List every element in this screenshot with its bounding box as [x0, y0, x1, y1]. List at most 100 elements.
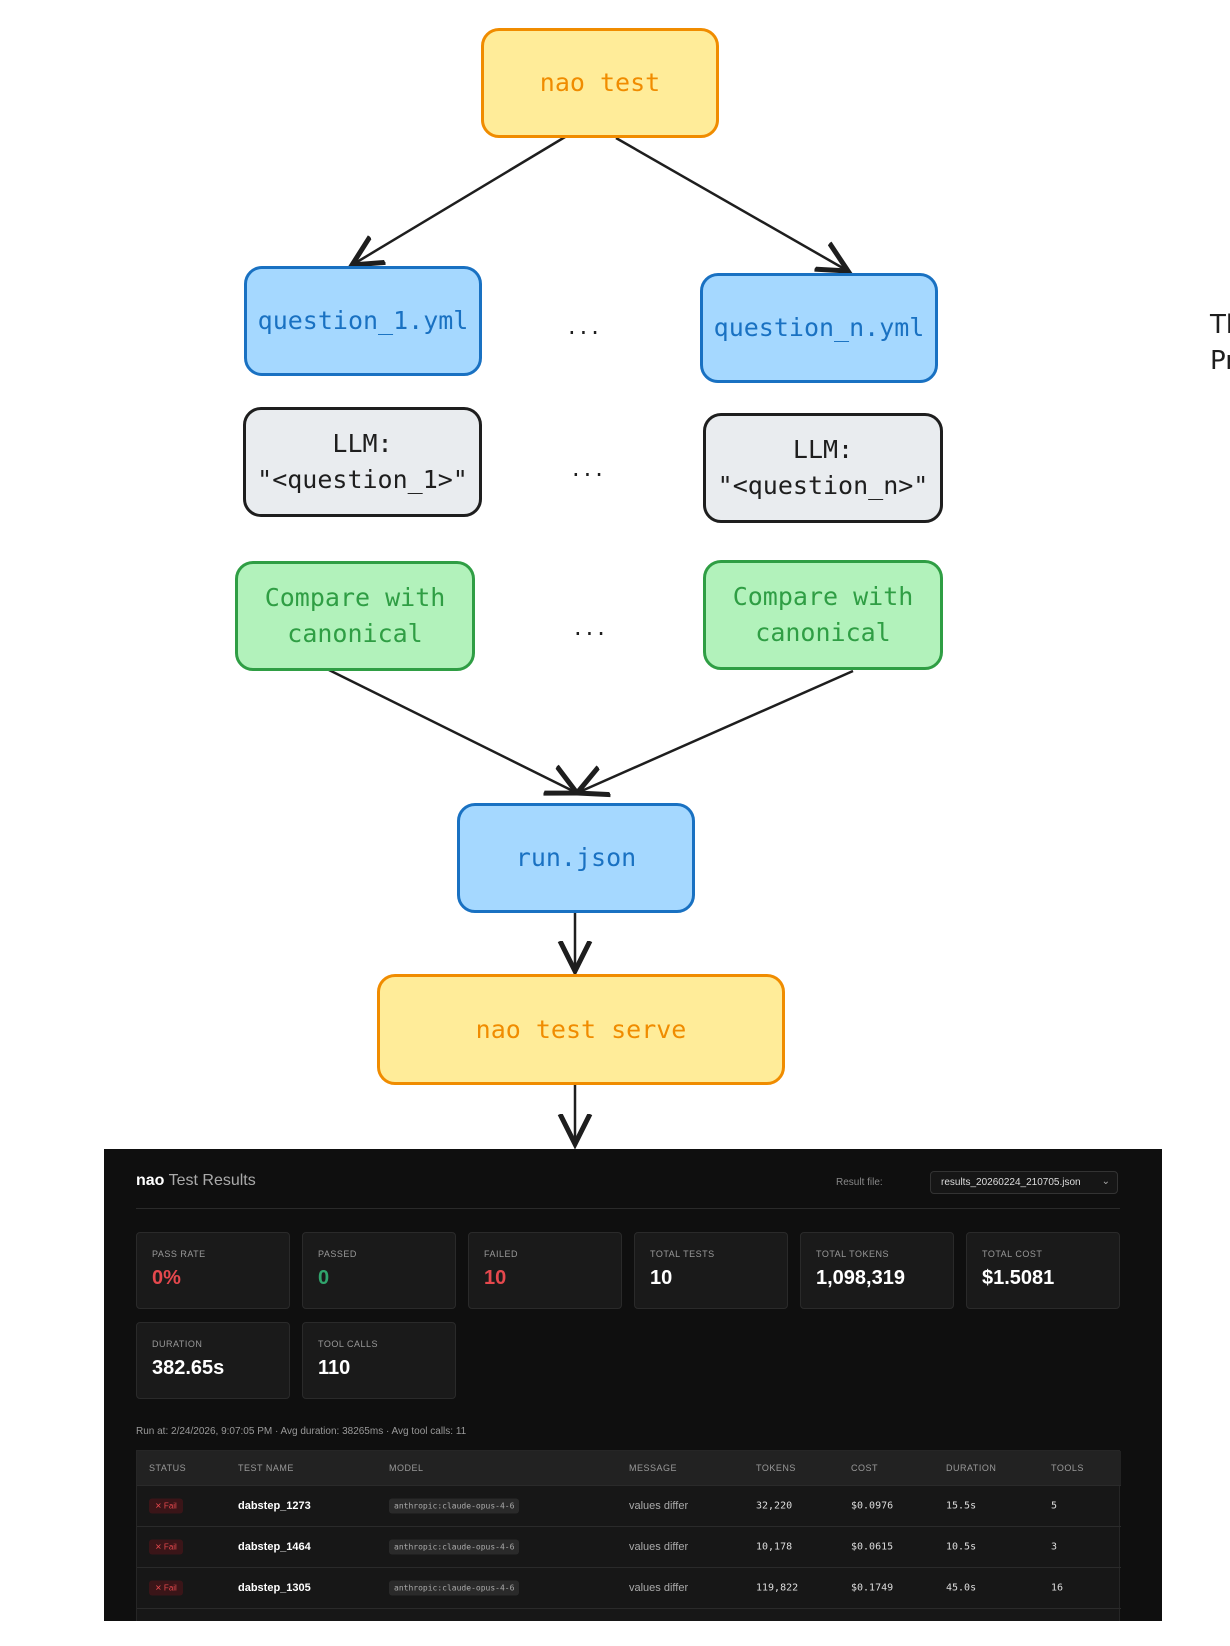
card-value: 382.65s — [152, 1357, 225, 1379]
node-nao-test: nao test — [481, 28, 719, 138]
col-cost[interactable]: COST — [851, 1463, 879, 1473]
test-results-screenshot: nao Test Results Result file: results_20… — [104, 1149, 1162, 1621]
test-name: dabstep_1464 — [238, 1541, 311, 1553]
card-label: TOTAL TESTS — [650, 1249, 715, 1259]
node-label: Compare with — [732, 582, 914, 611]
card-label: TOTAL COST — [982, 1249, 1043, 1259]
col-tools[interactable]: TOOLS — [1051, 1463, 1084, 1473]
card-total-tests: TOTAL TESTS 10 — [634, 1232, 788, 1309]
col-message[interactable]: MESSAGE — [629, 1463, 678, 1473]
node-nao-test-serve: nao test serve — [377, 974, 785, 1085]
node-label: nao test serve — [475, 1014, 687, 1044]
col-test-name[interactable]: TEST NAME — [238, 1463, 294, 1473]
card-failed: FAILED 10 — [468, 1232, 622, 1309]
table-row[interactable]: ✕ Fail dabstep_1464 anthropic:claude-opu… — [137, 1527, 1121, 1568]
card-value: 0% — [152, 1267, 181, 1289]
node-compare-1: Compare with canonical — [235, 561, 475, 671]
node-label: "<question_1>" — [257, 465, 468, 494]
tokens: 119,822 — [756, 1582, 799, 1594]
node-label: nao test — [539, 68, 661, 97]
message: values differ — [629, 1582, 689, 1594]
card-value: 10 — [484, 1267, 507, 1289]
col-duration[interactable]: DURATION — [946, 1463, 997, 1473]
status-badge: ✕ Fail — [149, 1539, 183, 1555]
node-label: run.json — [515, 843, 637, 872]
node-label: LLM: — [792, 435, 854, 464]
cost: $0.0976 — [851, 1500, 894, 1512]
title-text: Test Results — [168, 1172, 256, 1189]
tokens: 10,178 — [756, 1541, 793, 1553]
result-file-select[interactable]: results_20260224_210705.json ⌄ — [930, 1171, 1118, 1194]
arrow-test-to-qn — [615, 136, 848, 271]
card-total-cost: TOTAL COST $1.5081 — [966, 1232, 1120, 1309]
tools: 3 — [1051, 1541, 1058, 1553]
card-label: PASS RATE — [152, 1249, 206, 1259]
node-label: canonical — [287, 619, 423, 648]
card-label: PASSED — [318, 1249, 357, 1259]
message: values differ — [629, 1541, 689, 1553]
card-passed: PASSED 0 — [302, 1232, 456, 1309]
table-row[interactable]: ✕ Fail dabstep_1273 anthropic:claude-opu… — [137, 1486, 1121, 1527]
result-file-value: results_20260224_210705.json — [941, 1177, 1081, 1188]
chevron-down-icon: ⌄ — [1101, 1176, 1110, 1187]
col-model[interactable]: MODEL — [389, 1463, 424, 1473]
card-label: FAILED — [484, 1249, 519, 1259]
page-title: nao Test Results — [136, 1172, 256, 1190]
status-badge: ✕ Fail — [149, 1498, 183, 1514]
result-file-label: Result file: — [836, 1177, 883, 1188]
status-badge: ✕ Fail — [149, 1580, 183, 1596]
duration: 10.5s — [946, 1541, 977, 1553]
side-text: Th — [1210, 310, 1230, 340]
col-tokens[interactable]: TOKENS — [756, 1463, 796, 1473]
test-name: dabstep_1273 — [238, 1500, 311, 1512]
ellipsis: ... — [568, 312, 603, 340]
model-tag: anthropic:claude-opus-4-6 — [389, 1498, 520, 1514]
arrow-cn-to-run — [577, 669, 854, 793]
table-row[interactable]: ✕ Fail dabstep_1305 anthropic:claude-opu… — [137, 1568, 1121, 1609]
card-value: 1,098,319 — [816, 1267, 905, 1289]
card-pass-rate: PASS RATE 0% — [136, 1232, 290, 1309]
node-label: question_1.yml — [257, 306, 469, 335]
model-tag: anthropic:claude-opus-4-6 — [389, 1539, 520, 1555]
node-label: canonical — [755, 618, 891, 647]
duration: 45.0s — [946, 1582, 977, 1594]
tools: 16 — [1051, 1582, 1064, 1594]
node-compare-n: Compare with canonical — [703, 560, 943, 670]
test-name: dabstep_1305 — [238, 1582, 311, 1594]
run-info: Run at: 2/24/2026, 9:07:05 PM · Avg dura… — [136, 1426, 467, 1437]
card-label: TOOL CALLS — [318, 1339, 379, 1349]
node-run-json: run.json — [457, 803, 695, 913]
table-row-partial[interactable] — [137, 1609, 1121, 1621]
ellipsis: ... — [574, 613, 609, 641]
side-text: Pr — [1210, 346, 1230, 376]
col-status[interactable]: STATUS — [149, 1463, 187, 1473]
tools: 5 — [1051, 1500, 1058, 1512]
tokens: 32,220 — [756, 1500, 793, 1512]
table-header: STATUS TEST NAME MODEL MESSAGE TOKENS CO… — [137, 1451, 1121, 1486]
card-value: $1.5081 — [982, 1267, 1055, 1289]
arrow-c1-to-run — [328, 668, 577, 793]
card-value: 110 — [318, 1357, 351, 1379]
divider — [136, 1208, 1120, 1209]
arrow-test-to-q1 — [352, 132, 571, 265]
node-label: Compare with — [264, 583, 446, 612]
card-value: 10 — [650, 1267, 673, 1289]
message: values differ — [629, 1500, 689, 1512]
card-duration: DURATION 382.65s — [136, 1322, 290, 1399]
node-question-1: question_1.yml — [244, 266, 482, 376]
node-label: "<question_n>" — [717, 471, 929, 500]
results-table: STATUS TEST NAME MODEL MESSAGE TOKENS CO… — [136, 1450, 1121, 1621]
cost: $0.1749 — [851, 1582, 894, 1594]
card-tool-calls: TOOL CALLS 110 — [302, 1322, 456, 1399]
node-llm-1: LLM: "<question_1>" — [243, 407, 482, 517]
node-question-n: question_n.yml — [700, 273, 938, 383]
card-label: DURATION — [152, 1339, 203, 1349]
cost: $0.0615 — [851, 1541, 894, 1553]
node-label: LLM: — [332, 429, 393, 458]
brand: nao — [136, 1172, 165, 1189]
ellipsis: ... — [572, 454, 607, 482]
card-value: 0 — [318, 1267, 330, 1289]
node-label: question_n.yml — [713, 313, 925, 342]
card-label: TOTAL TOKENS — [816, 1249, 890, 1259]
